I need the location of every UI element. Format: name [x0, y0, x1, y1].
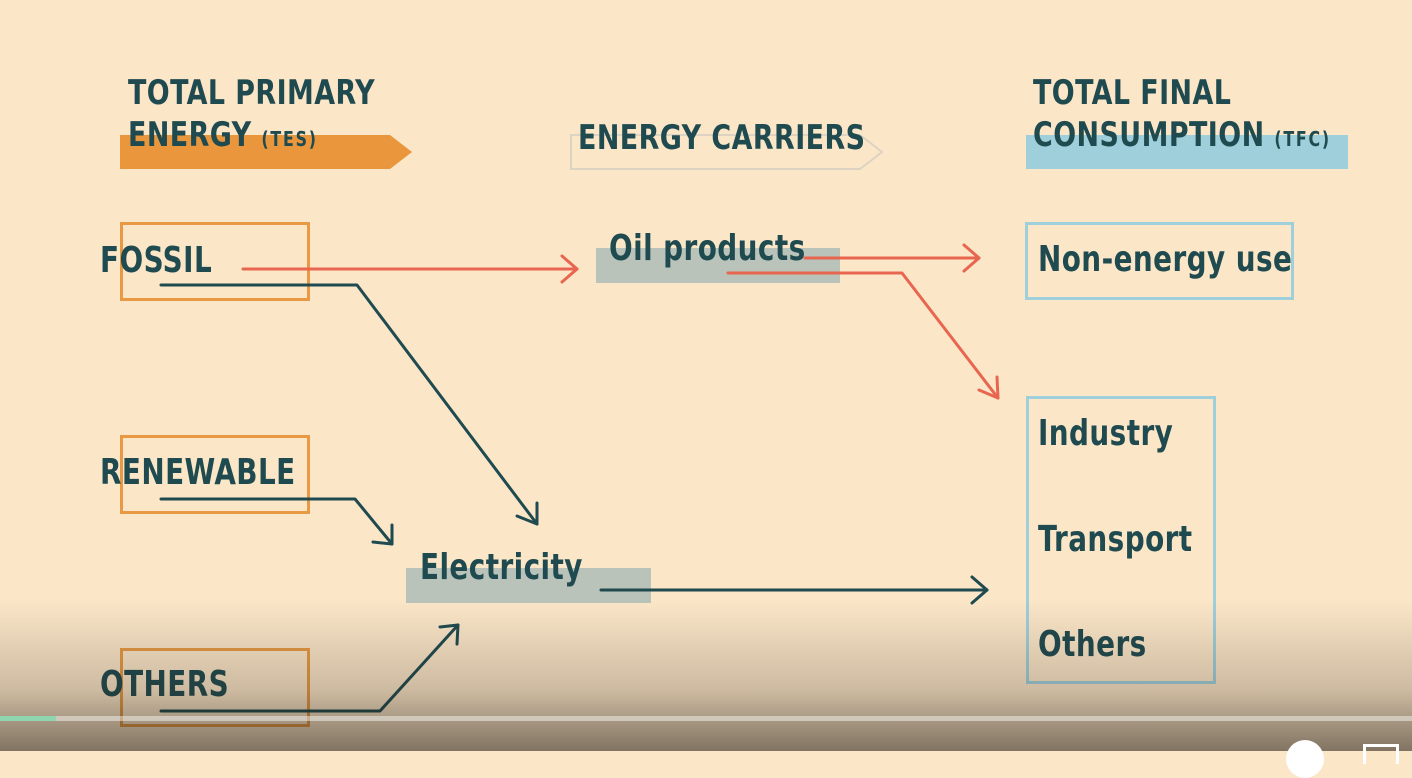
oil-flow-fossil-to-oil [241, 254, 579, 284]
tes-header-line2: ENERGY [128, 115, 252, 155]
electricity-flow-fossil [159, 283, 539, 526]
sector-label-transport: Transport [1038, 519, 1193, 560]
tes-header: TOTAL PRIMARY ENERGY (TES) [128, 72, 375, 160]
oil-products-highlight [596, 248, 840, 283]
diagram-canvas: TOTAL PRIMARY ENERGY (TES) ENERGY CARRIE… [0, 72, 1412, 778]
source-label-renewable: RENEWABLE [100, 452, 296, 493]
electricity-flow-to-sectors [599, 575, 989, 605]
source-label-others: OTHERS [100, 664, 230, 705]
oil-flow-to-non-energy [803, 243, 981, 273]
carriers-header: ENERGY CARRIERS [578, 118, 866, 158]
carrier-label-electricity: Electricity [420, 547, 583, 588]
play-button-icon[interactable] [1286, 740, 1324, 778]
fossil-box [120, 222, 310, 301]
tfc-header-line1: TOTAL FINAL [1033, 73, 1232, 113]
non-energy-use-box [1025, 222, 1294, 300]
sector-label-others: Others [1038, 624, 1147, 665]
tfc-header-line2: CONSUMPTION [1033, 115, 1265, 155]
video-progress-bar[interactable] [0, 716, 1412, 721]
electricity-flow-renewable [159, 497, 394, 546]
use-label-non-energy: Non-energy use [1038, 239, 1293, 280]
tes-banner [120, 135, 412, 169]
oil-flow-to-sectors [726, 271, 1000, 400]
fullscreen-icon[interactable] [1363, 744, 1399, 764]
video-progress-fill [0, 716, 57, 721]
carrier-label-oil-products: Oil products [609, 228, 806, 269]
electricity-highlight [406, 568, 651, 603]
tfc-header: TOTAL FINAL CONSUMPTION (TFC) [1033, 72, 1331, 160]
tfc-abbreviation: (TFC) [1274, 127, 1331, 151]
sector-label-industry: Industry [1038, 413, 1174, 454]
tfc-banner [1026, 135, 1348, 169]
carriers-banner [570, 134, 884, 170]
tes-header-line1: TOTAL PRIMARY [128, 73, 376, 113]
header-banners [120, 134, 1348, 170]
tes-abbreviation: (TES) [261, 127, 318, 151]
source-label-fossil: FOSSIL [100, 240, 213, 281]
renewable-box [120, 435, 310, 514]
